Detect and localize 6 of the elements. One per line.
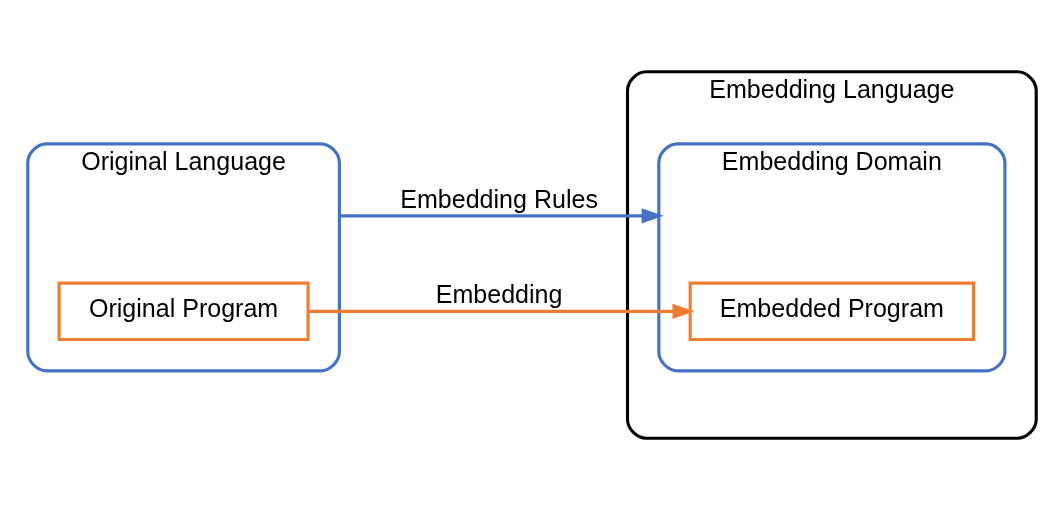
node-box: Embedded Program (688, 281, 976, 342)
arrow (339, 208, 664, 224)
node-box: Original Program (57, 281, 310, 342)
edge-label: Embedding Rules (400, 184, 598, 213)
edge-label: Embedding (435, 280, 563, 309)
arrow (308, 303, 695, 320)
